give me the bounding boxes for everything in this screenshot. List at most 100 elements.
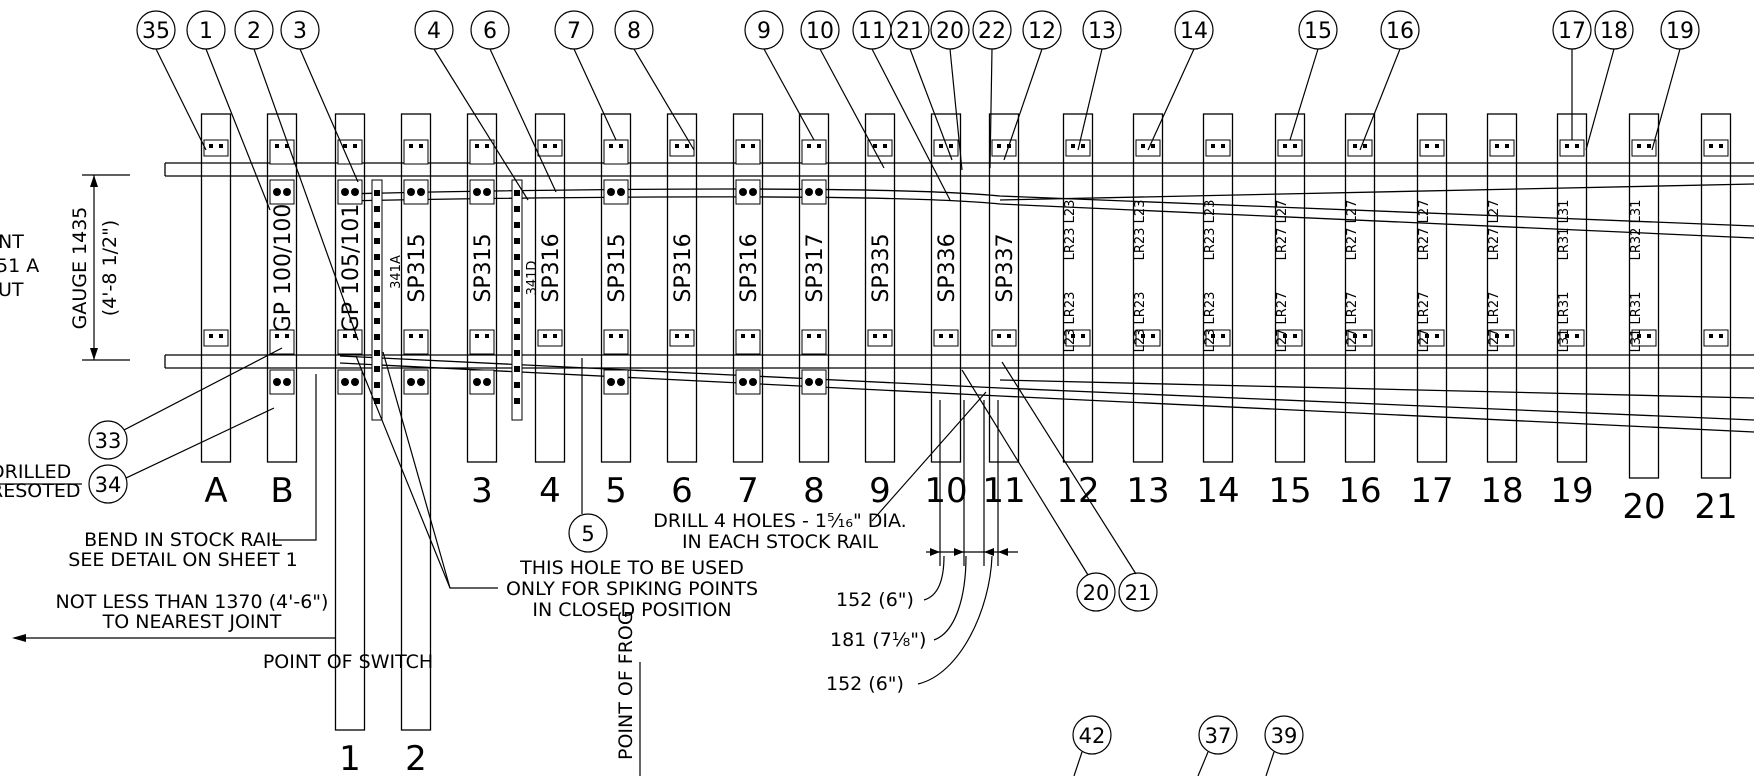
tie-label-8: SP317	[803, 233, 828, 302]
spike	[1283, 334, 1287, 338]
spike	[1495, 144, 1499, 148]
callout-12	[1022, 10, 1062, 50]
spike	[1505, 144, 1509, 148]
spike	[873, 144, 877, 148]
tie-9	[864, 113, 896, 463]
tie-plate	[1277, 139, 1303, 157]
tie-16	[1344, 113, 1376, 463]
spike	[209, 144, 213, 148]
tie-number-5: 5	[605, 471, 627, 511]
left-fragment-a: NT	[0, 231, 24, 253]
leader-line	[1147, 48, 1195, 151]
spike	[353, 334, 357, 338]
bolt	[341, 378, 349, 386]
dim-181: 181 (7¹⁄₈")	[830, 629, 926, 651]
callout-37-label: 37	[1205, 724, 1232, 748]
spike	[553, 334, 557, 338]
callout-label-8: 8	[627, 19, 641, 44]
tie-plate	[669, 139, 695, 157]
bolt	[815, 188, 823, 196]
leader-line	[1289, 48, 1319, 141]
spike	[1637, 144, 1641, 148]
callout-label-21: 21	[896, 19, 924, 44]
spike	[1151, 144, 1155, 148]
tie-A	[200, 113, 232, 463]
dim-152-first: 152 (6")	[836, 589, 914, 611]
tie-plate	[1205, 139, 1231, 157]
tie-plate	[991, 329, 1017, 347]
gauge-imperial-label: (4'-8 1/2")	[99, 220, 121, 316]
tie-6	[666, 113, 698, 463]
curved-closure-rail-lower-b	[339, 362, 1754, 433]
dim-152-second: 152 (6")	[826, 673, 904, 695]
spike	[1637, 334, 1641, 338]
tie-number-4: 4	[539, 471, 561, 511]
callout-label-11: 11	[858, 19, 886, 44]
leader-line	[1585, 48, 1615, 151]
leader-line	[633, 48, 695, 151]
callout-42	[1072, 715, 1112, 755]
spike	[409, 334, 413, 338]
note-point-of-switch: POINT OF SWITCH	[263, 651, 433, 673]
callout-6	[470, 10, 510, 50]
tie-number-14: 14	[1196, 471, 1239, 511]
left-fragment-b: 51 A	[0, 255, 39, 277]
callout-17	[1552, 10, 1592, 50]
rod-bolt	[514, 398, 520, 404]
callout-5-label: 5	[581, 522, 594, 546]
spike	[275, 334, 279, 338]
bolt	[473, 378, 481, 386]
left-fragment-d: DRILLED	[0, 461, 71, 483]
rod-bolt	[514, 238, 520, 244]
bolt	[283, 378, 291, 386]
spike	[807, 144, 811, 148]
leader-line	[819, 48, 885, 169]
spike	[1353, 144, 1357, 148]
spike	[219, 334, 223, 338]
spike	[1293, 144, 1297, 148]
bolt	[815, 378, 823, 386]
tie-B	[266, 113, 298, 463]
note-bend-line2: SEE DETAIL ON SHEET 1	[68, 549, 297, 571]
leader-line	[909, 48, 953, 161]
spike	[275, 144, 279, 148]
callout-label-3: 3	[293, 19, 307, 44]
label-341d: 341D	[525, 261, 540, 296]
callout-14	[1174, 10, 1214, 50]
callout-19	[1660, 10, 1700, 50]
spike	[751, 334, 755, 338]
spike	[475, 334, 479, 338]
note-hole-line2: ONLY FOR SPIKING POINTS	[506, 578, 758, 600]
tie-plate	[735, 139, 761, 165]
tie-number-11: 11	[982, 471, 1025, 511]
spike	[1647, 334, 1651, 338]
tie-label-10: SP336	[935, 233, 960, 302]
bolt	[273, 188, 281, 196]
plate-label-lower-17: L27 LR27	[1417, 292, 1432, 353]
callout-label-15: 15	[1304, 19, 1332, 44]
rod-bolt	[514, 222, 520, 228]
leader-line	[949, 48, 963, 171]
spike	[543, 334, 547, 338]
plate-label-lower-13: L23 LR23	[1133, 292, 1148, 353]
callout-20	[930, 10, 970, 50]
spike	[741, 144, 745, 148]
spike	[675, 334, 679, 338]
spike	[883, 334, 887, 338]
callout-label-16: 16	[1386, 19, 1414, 44]
spike	[353, 144, 357, 148]
spike	[751, 144, 755, 148]
callout-5	[568, 513, 608, 553]
tie-plate	[203, 139, 229, 157]
spike	[1719, 144, 1723, 148]
tie-plate	[801, 139, 827, 165]
bolt	[283, 188, 291, 196]
callout-39-label: 39	[1271, 724, 1298, 748]
spike	[619, 334, 623, 338]
spike	[685, 334, 689, 338]
tie-13	[1132, 113, 1164, 463]
rod-bolt	[374, 382, 380, 388]
plate-label-lower-18: L27 LR27	[1487, 292, 1502, 353]
